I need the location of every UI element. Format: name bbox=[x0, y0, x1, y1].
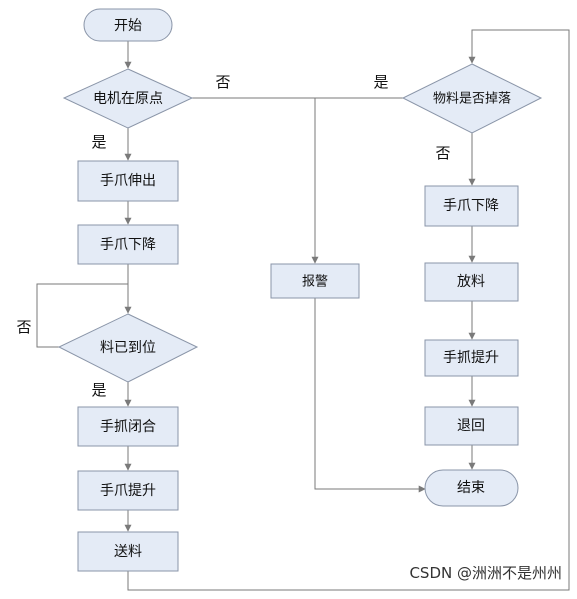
start-node bbox=[83, 8, 173, 42]
material-in-place-label: 料已到位 bbox=[100, 340, 156, 356]
material-dropped-label: 物料是否掉落 bbox=[433, 92, 511, 107]
feed-node bbox=[77, 531, 179, 572]
claw-close-label: 手抓闭合 bbox=[100, 419, 156, 435]
retract-node bbox=[424, 406, 519, 446]
claw-raise-node-1 bbox=[77, 470, 179, 511]
claw-lower-node-2 bbox=[424, 185, 519, 227]
start-label: 开始 bbox=[114, 18, 142, 34]
material-dropped-no-label: 否 bbox=[435, 144, 450, 162]
end-label: 结束 bbox=[457, 480, 485, 496]
material-in-place-decision bbox=[57, 313, 199, 383]
branch-yes-label: 是 bbox=[373, 73, 388, 91]
motor-home-yes-label: 是 bbox=[91, 133, 106, 151]
end-node bbox=[424, 469, 519, 507]
retract-label: 退回 bbox=[457, 418, 485, 434]
claw-lower-label-1: 手爪下降 bbox=[100, 237, 156, 253]
claw-raise-label-2: 手抓提升 bbox=[443, 350, 499, 366]
edge-feed-loop-back bbox=[127, 29, 570, 591]
in-place-yes-label: 是 bbox=[91, 381, 106, 399]
motor-home-no-label: 否 bbox=[215, 73, 230, 91]
claw-extend-node bbox=[77, 160, 179, 202]
claw-extend-label: 手爪伸出 bbox=[100, 173, 156, 189]
claw-lower-label-2: 手爪下降 bbox=[443, 198, 499, 214]
feed-label: 送料 bbox=[114, 544, 142, 560]
material-dropped-decision bbox=[401, 63, 543, 134]
release-node bbox=[424, 262, 519, 302]
edge-alarm-to-end bbox=[314, 298, 426, 493]
motor-home-label: 电机在原点 bbox=[93, 91, 163, 107]
claw-close-node bbox=[77, 406, 179, 447]
alarm-label: 报警 bbox=[302, 274, 328, 290]
alarm-node bbox=[270, 263, 360, 299]
claw-lower-node-1 bbox=[77, 224, 179, 265]
claw-raise-node-2 bbox=[424, 339, 519, 377]
edge-in-place-no-loop bbox=[36, 283, 128, 348]
claw-raise-label-1: 手爪提升 bbox=[100, 483, 156, 499]
in-place-no-label: 否 bbox=[16, 318, 31, 336]
release-label: 放料 bbox=[457, 274, 485, 290]
watermark-text: CSDN @洲洲不是州州 bbox=[409, 564, 562, 582]
motor-home-decision bbox=[62, 68, 194, 129]
